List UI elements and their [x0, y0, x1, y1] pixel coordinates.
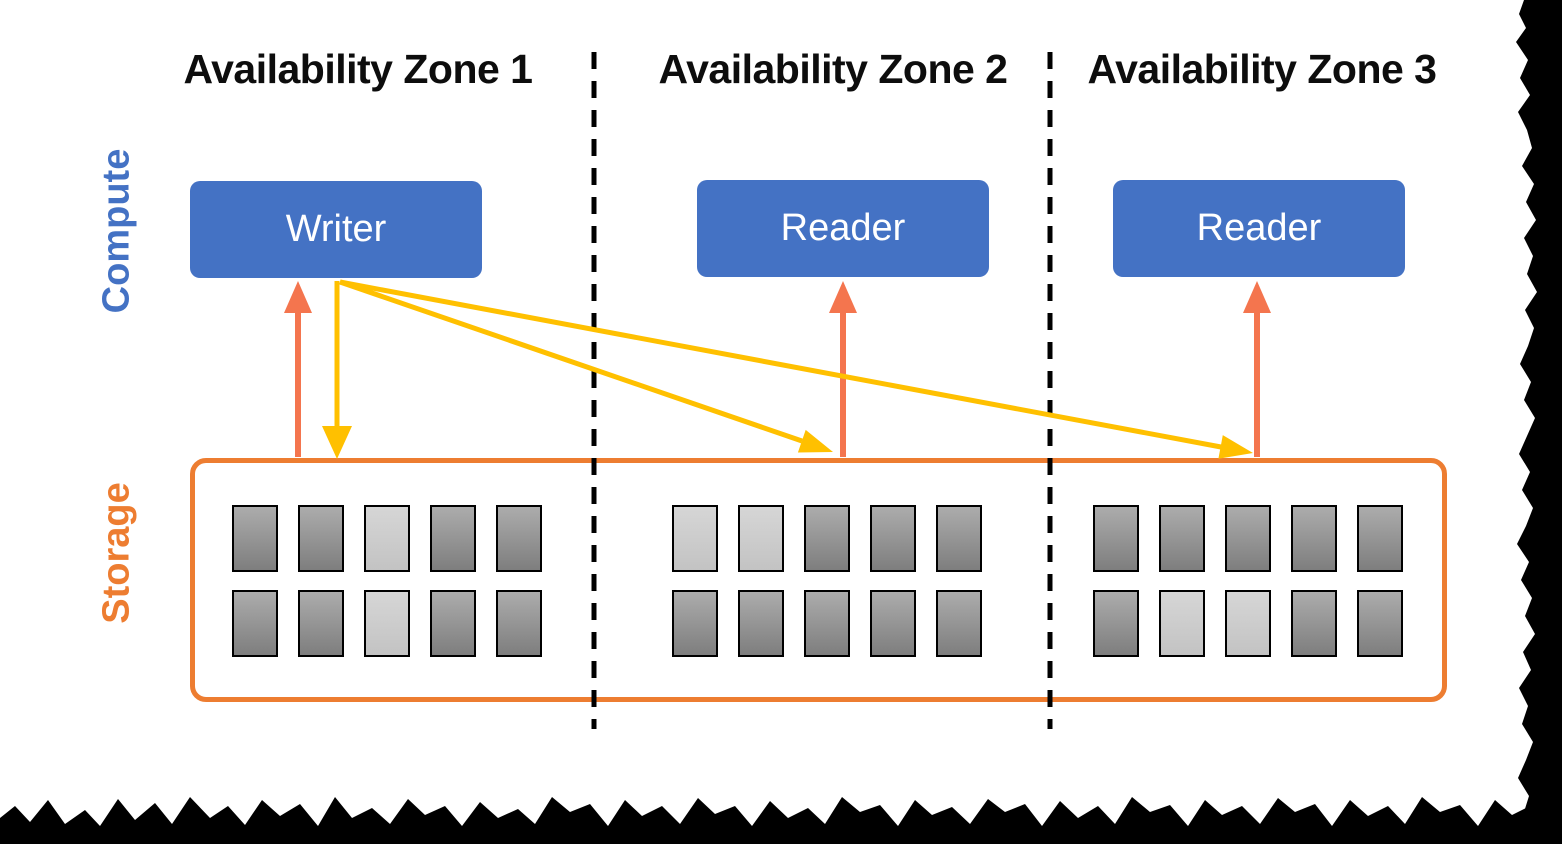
storage-segment-dark — [672, 590, 718, 657]
reader-node-zone-3: Reader — [1113, 180, 1405, 277]
storage-segment-dark — [1093, 590, 1139, 657]
torn-edge-right — [1516, 0, 1562, 844]
storage-segment-light — [364, 590, 410, 657]
storage-segment-light — [738, 505, 784, 572]
storage-segment-dark — [430, 505, 476, 572]
reader-node-label: Reader — [780, 207, 906, 249]
torn-edge-bottom — [0, 797, 1562, 844]
zone-3-header: Availability Zone 3 — [1087, 46, 1437, 92]
storage-segment-dark — [870, 590, 916, 657]
storage-segment-light — [672, 505, 718, 572]
zone-1-storage-segments — [232, 505, 542, 657]
storage-segment-dark — [870, 505, 916, 572]
storage-segment-dark — [936, 505, 982, 572]
zone-2-header: Availability Zone 2 — [658, 46, 1008, 92]
storage-segment-dark — [1291, 505, 1337, 572]
storage-segment-dark — [496, 505, 542, 572]
storage-segment-dark — [1159, 505, 1205, 572]
storage-segment-dark — [1357, 505, 1403, 572]
writer-node-label: Writer — [285, 208, 387, 250]
storage-segment-dark — [232, 590, 278, 657]
read-arrow-zone-1 — [284, 281, 312, 457]
storage-segment-dark — [298, 505, 344, 572]
storage-segment-dark — [1225, 505, 1271, 572]
storage-segment-row — [232, 590, 542, 657]
storage-segment-light — [1159, 590, 1205, 657]
storage-segment-dark — [936, 590, 982, 657]
writer-node: Writer — [190, 181, 482, 278]
storage-segment-row — [1093, 590, 1403, 657]
storage-segment-dark — [496, 590, 542, 657]
storage-layer-label: Storage — [95, 482, 138, 624]
read-arrow-zone-2 — [829, 281, 857, 457]
write-arrow-zone-1 — [322, 281, 352, 459]
storage-segment-row — [1093, 505, 1403, 572]
storage-segment-row — [232, 505, 542, 572]
compute-layer-label: Compute — [95, 148, 138, 314]
storage-volume-container — [190, 458, 1447, 702]
storage-segment-dark — [1357, 590, 1403, 657]
storage-segment-row — [672, 590, 982, 657]
zone-1-header: Availability Zone 1 — [183, 46, 533, 92]
storage-segment-dark — [738, 590, 784, 657]
storage-segment-dark — [1093, 505, 1139, 572]
reader-node-label: Reader — [1196, 207, 1322, 249]
write-arrow-zone-3 — [339, 279, 1253, 459]
storage-segment-light — [364, 505, 410, 572]
storage-segment-dark — [232, 505, 278, 572]
storage-segment-dark — [804, 505, 850, 572]
storage-segment-row — [672, 505, 982, 572]
reader-node-zone-2: Reader — [697, 180, 989, 277]
storage-segment-light — [1225, 590, 1271, 657]
storage-segment-dark — [1291, 590, 1337, 657]
write-arrow-zone-2 — [339, 279, 833, 453]
zone-2-storage-segments — [672, 505, 982, 657]
storage-segment-dark — [804, 590, 850, 657]
storage-segment-dark — [298, 590, 344, 657]
read-arrow-zone-3 — [1243, 281, 1271, 457]
storage-segment-dark — [430, 590, 476, 657]
zone-3-storage-segments — [1093, 505, 1403, 657]
